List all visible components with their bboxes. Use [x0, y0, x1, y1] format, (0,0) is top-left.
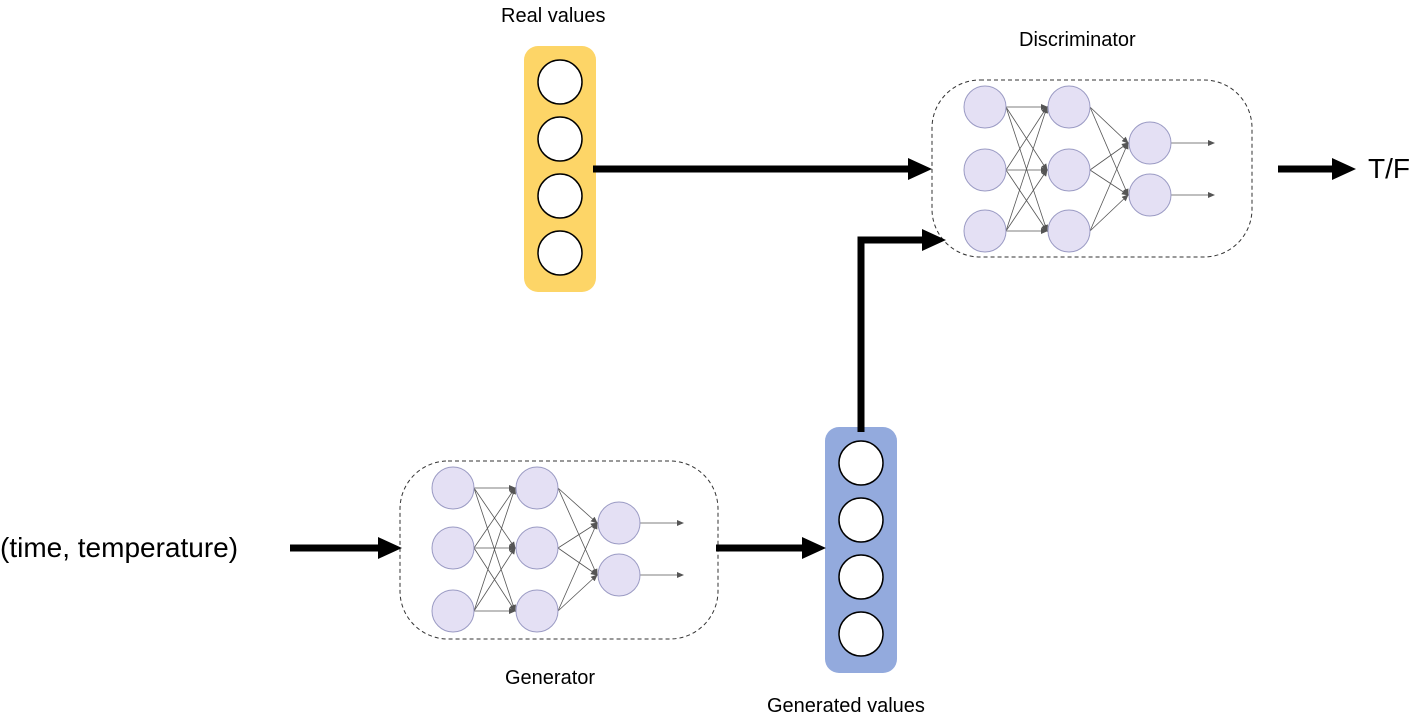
generator-connection	[473, 487, 516, 549]
discriminator-connection	[1089, 169, 1129, 196]
generator-neuron-output-2	[597, 553, 641, 597]
real-values-cell-1	[537, 59, 583, 105]
generator-connection	[557, 522, 598, 612]
real-values-vector	[524, 46, 596, 292]
real-values-label: Real values	[501, 5, 606, 27]
discriminator-network	[931, 79, 1253, 258]
discriminator-connection	[1005, 106, 1048, 232]
input-label: (time, temperature)	[0, 532, 239, 563]
generator-neuron-input-1	[431, 466, 475, 510]
flow-arrows	[290, 158, 1356, 559]
discriminator-neuron-input-1	[963, 85, 1007, 129]
generator-connection	[473, 547, 516, 612]
generator-connection	[557, 547, 598, 576]
discriminator-connection	[1005, 169, 1048, 232]
discriminator-connection	[1089, 106, 1129, 196]
generated-to-discriminator-arrow	[857, 229, 946, 432]
generator-neuron-output-1	[597, 501, 641, 545]
discriminator-neuron-input-3	[963, 209, 1007, 253]
generated-values-cell-3	[838, 554, 884, 600]
generator-connection	[557, 487, 598, 524]
generated-values-bar	[825, 427, 897, 673]
generated-values-label: Generated values	[767, 695, 925, 717]
real-values-cell-3	[537, 173, 583, 219]
generator-connection	[557, 574, 598, 612]
generated-values-vector	[825, 427, 897, 673]
generator-network	[399, 460, 719, 640]
discriminator-neuron-hidden-3	[1047, 209, 1091, 253]
discriminator-neuron-output-2	[1128, 173, 1172, 217]
generator-connection	[473, 487, 516, 612]
discriminator-dashed-box	[931, 79, 1253, 258]
discriminator-connection	[1089, 142, 1129, 171]
generated-values-cell-1	[838, 440, 884, 486]
generator-neuron-hidden-2	[515, 526, 559, 570]
discriminator-neuron-output-1	[1128, 121, 1172, 165]
generated-values-cell-4	[838, 611, 884, 657]
real-values-cell-4	[537, 230, 583, 276]
real-values-cell-2	[537, 116, 583, 162]
generator-label: Generator	[505, 667, 596, 689]
generator-neuron-input-3	[431, 589, 475, 633]
output-label: T/F	[1368, 153, 1410, 184]
real-values-bar	[524, 46, 596, 292]
discriminator-neuron-hidden-2	[1047, 148, 1091, 192]
generator-neuron-hidden-3	[515, 589, 559, 633]
generator-neuron-hidden-1	[515, 466, 559, 510]
discriminator-neuron-input-2	[963, 148, 1007, 192]
discriminator-connection	[1089, 194, 1129, 232]
generator-neuron-input-2	[431, 526, 475, 570]
discriminator-connection	[1089, 142, 1129, 232]
discriminator-label: Discriminator	[1019, 29, 1136, 51]
generated-values-cell-2	[838, 497, 884, 543]
discriminator-neuron-hidden-1	[1047, 85, 1091, 129]
discriminator-connection	[1005, 106, 1048, 171]
discriminator-connection	[1089, 106, 1129, 144]
generator-connection	[557, 487, 598, 576]
generator-connection	[557, 522, 598, 549]
